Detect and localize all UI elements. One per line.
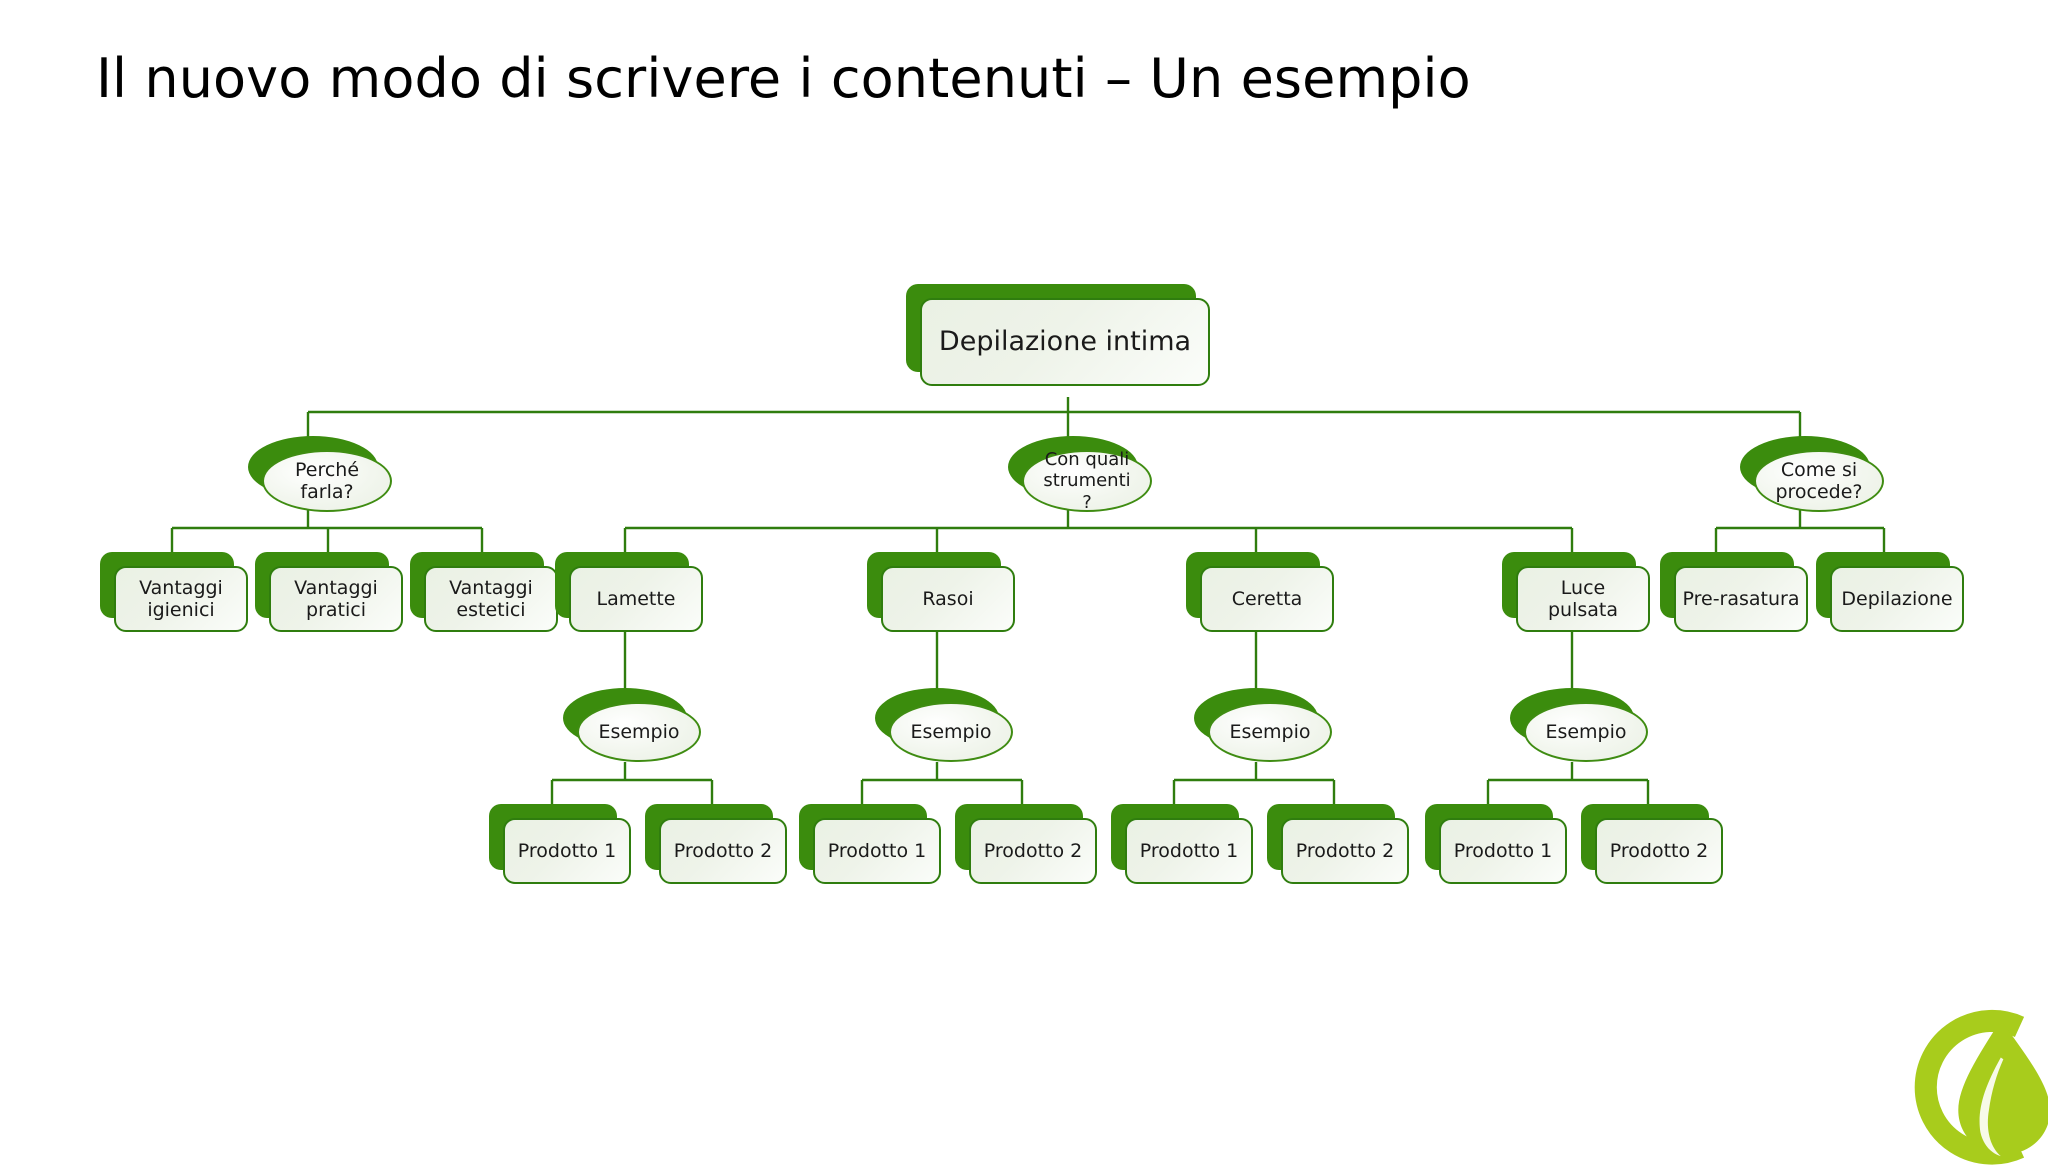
node-leaf-vantaggi-pratici[interactable]: Vantaggi pratici — [255, 552, 403, 632]
node-face: Prodotto 2 — [1281, 818, 1409, 884]
node-label: Come si procede? — [1775, 458, 1863, 503]
node-face: Vantaggi pratici — [269, 566, 403, 632]
node-face: Depilazione intima — [920, 298, 1210, 386]
node-face: Esempio — [889, 702, 1013, 762]
node-label: Ceretta — [1231, 587, 1303, 610]
node-face: Lamette — [569, 566, 703, 632]
node-label: Vantaggi pratici — [294, 576, 378, 621]
node-label: Prodotto 1 — [1453, 839, 1553, 862]
node-face: Vantaggi igienici — [114, 566, 248, 632]
node-face: Con quali strumenti ? — [1022, 449, 1152, 513]
node-label: Prodotto 2 — [673, 839, 773, 862]
node-leaf-lamette[interactable]: Lamette — [555, 552, 703, 632]
node-prodotto-1-lamette[interactable]: Prodotto 1 — [489, 804, 631, 884]
node-face: Prodotto 1 — [1125, 818, 1253, 884]
node-face: Prodotto 1 — [813, 818, 941, 884]
node-label: Depilazione intima — [938, 326, 1192, 358]
node-branch-come-si-procede[interactable]: Come si procede? — [1740, 436, 1884, 512]
node-label: Lamette — [596, 587, 676, 610]
node-face: Luce pulsata — [1516, 566, 1650, 632]
node-label: Vantaggi igienici — [139, 576, 223, 621]
node-label: Esempio — [598, 720, 680, 743]
node-leaf-depilazione[interactable]: Depilazione — [1816, 552, 1964, 632]
node-label: Esempio — [1545, 720, 1627, 743]
node-label: Rasoi — [922, 587, 974, 610]
node-root-depilazione-intima[interactable]: Depilazione intima — [906, 284, 1210, 386]
node-label: Prodotto 2 — [1295, 839, 1395, 862]
node-prodotto-2-ceretta[interactable]: Prodotto 2 — [1267, 804, 1409, 884]
node-esempio-rasoi[interactable]: Esempio — [875, 688, 1013, 762]
node-branch-con-quali-strumenti[interactable]: Con quali strumenti ? — [1008, 436, 1152, 513]
page-title: Il nuovo modo di scrivere i contenuti – … — [96, 47, 1471, 110]
node-leaf-vantaggi-igienici[interactable]: Vantaggi igienici — [100, 552, 248, 632]
node-face: Ceretta — [1200, 566, 1334, 632]
node-face: Prodotto 1 — [503, 818, 631, 884]
node-face: Come si procede? — [1754, 450, 1884, 512]
node-label: Luce pulsata — [1547, 576, 1619, 621]
node-leaf-ceretta[interactable]: Ceretta — [1186, 552, 1334, 632]
node-prodotto-1-ceretta[interactable]: Prodotto 1 — [1111, 804, 1253, 884]
node-branch-perche-farla[interactable]: Perché farla? — [248, 436, 392, 512]
node-face: Pre-rasatura — [1674, 566, 1808, 632]
node-prodotto-2-rasoi[interactable]: Prodotto 2 — [955, 804, 1097, 884]
node-esempio-luce-pulsata[interactable]: Esempio — [1510, 688, 1648, 762]
node-face: Prodotto 2 — [969, 818, 1097, 884]
node-leaf-luce-pulsata[interactable]: Luce pulsata — [1502, 552, 1650, 632]
node-face: Rasoi — [881, 566, 1015, 632]
node-face: Prodotto 2 — [1595, 818, 1723, 884]
node-label: Prodotto 2 — [1609, 839, 1709, 862]
node-label: Depilazione — [1841, 587, 1953, 610]
node-prodotto-1-luce-pulsata[interactable]: Prodotto 1 — [1425, 804, 1567, 884]
node-face: Prodotto 2 — [659, 818, 787, 884]
node-leaf-vantaggi-estetici[interactable]: Vantaggi estetici — [410, 552, 558, 632]
node-face: Esempio — [1208, 702, 1332, 762]
node-prodotto-2-lamette[interactable]: Prodotto 2 — [645, 804, 787, 884]
node-label: Perché farla? — [294, 458, 360, 503]
node-leaf-pre-rasatura[interactable]: Pre-rasatura — [1660, 552, 1808, 632]
node-prodotto-1-rasoi[interactable]: Prodotto 1 — [799, 804, 941, 884]
node-label: Esempio — [910, 720, 992, 743]
node-face: Perché farla? — [262, 450, 392, 512]
node-label: Prodotto 1 — [1139, 839, 1239, 862]
leaf-circle-logo — [1914, 1009, 2048, 1165]
node-face: Vantaggi estetici — [424, 566, 558, 632]
node-face: Esempio — [1524, 702, 1648, 762]
node-label: Prodotto 1 — [827, 839, 927, 862]
node-face: Esempio — [577, 702, 701, 762]
node-esempio-lamette[interactable]: Esempio — [563, 688, 701, 762]
node-prodotto-2-luce-pulsata[interactable]: Prodotto 2 — [1581, 804, 1723, 884]
node-label: Prodotto 2 — [983, 839, 1083, 862]
node-label: Vantaggi estetici — [449, 576, 533, 621]
node-face: Prodotto 1 — [1439, 818, 1567, 884]
node-leaf-rasoi[interactable]: Rasoi — [867, 552, 1015, 632]
node-face: Depilazione — [1830, 566, 1964, 632]
node-esempio-ceretta[interactable]: Esempio — [1194, 688, 1332, 762]
node-label: Pre-rasatura — [1682, 587, 1800, 610]
node-label: Esempio — [1229, 720, 1311, 743]
node-label: Con quali strumenti ? — [1043, 449, 1131, 513]
node-label: Prodotto 1 — [517, 839, 617, 862]
